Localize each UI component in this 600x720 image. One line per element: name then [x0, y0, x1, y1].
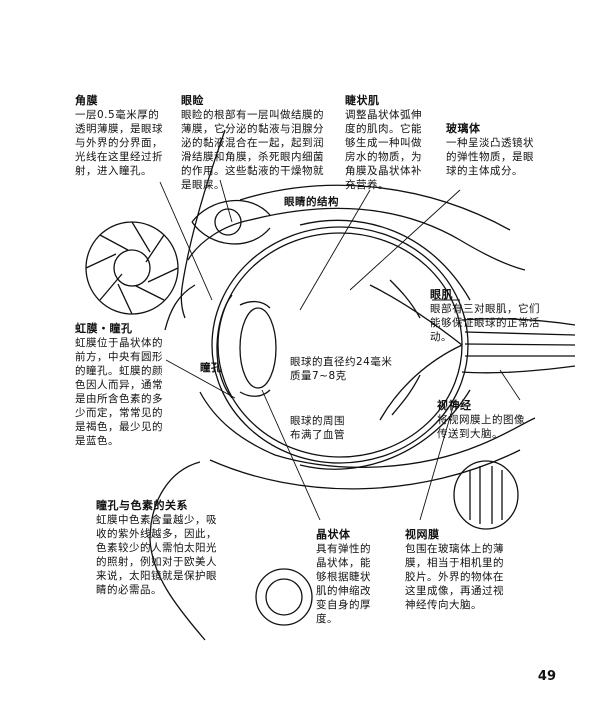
vessel-1 — [369, 284, 463, 346]
lens-shape — [239, 307, 277, 389]
annotation-vitreous: 玻璃体 一种呈淡凸透镜状的弹性物质，是眼球的主体成分。 — [446, 122, 538, 178]
annotation-title: 视神经 — [437, 399, 472, 412]
annotation-title: 眼睑 — [181, 94, 204, 107]
skin-line-upper — [239, 184, 511, 231]
leader-ciliary — [299, 189, 371, 311]
leader-eyelid — [219, 179, 233, 223]
iris-bottom — [239, 389, 271, 397]
annotation-eyelid: 眼睑 眼睑的根部有一层叫做结膜的薄膜，它分泌的黏液与泪腺分泌的黏液混合在一起，起… — [181, 94, 329, 192]
annotation-lens: 晶状体 具有弹性的晶状体，能够根据睫状肌的伸缩改变自身的厚度。 — [316, 528, 380, 626]
leader-lens — [261, 389, 321, 521]
cheek-outline — [149, 461, 206, 641]
annotation-text: 调整晶状体弧伸度的肌肉。它能够生成一种叫做房水的物质，为角膜及晶状体补充营养。 — [345, 109, 422, 191]
leader-retina — [419, 399, 456, 521]
annotation-title: 玻璃体 — [446, 122, 481, 135]
vessel-3 — [389, 279, 421, 319]
annotation-title: 睫状肌 — [345, 94, 380, 107]
optic-fiber-1 — [464, 331, 576, 336]
annotation-text: 一种呈淡凸透镜状的弹性物质，是眼球的主体成分。 — [446, 137, 534, 177]
cornea-shape — [216, 294, 233, 399]
film-sketch — [453, 460, 519, 530]
label-vessels-line2: 布满了血管 — [290, 429, 345, 441]
film-frames — [469, 466, 503, 524]
muscle-bottom — [299, 389, 471, 470]
upper-eyelid-outline — [187, 207, 526, 271]
iris-top — [239, 300, 271, 309]
annotation-text: 包围在玻璃体上的薄膜，相当于相机里的胶片。外界的物体在这里成像，再通过视神经传向… — [405, 543, 504, 611]
label-diameter: 眼球的直径约24毫米 质量7~8克 — [290, 355, 430, 383]
lens-sketch-outer — [255, 568, 313, 626]
annotation-title: 晶状体 — [316, 528, 351, 541]
skin-line-lower — [209, 449, 521, 490]
eyelid-sketch-iris — [214, 208, 242, 236]
label-diameter-line1: 眼球的直径约24毫米 — [290, 356, 393, 368]
brow-line — [164, 284, 196, 331]
annotation-text: 具有弹性的晶状体，能够根据睫状肌的伸缩改变自身的厚度。 — [316, 543, 371, 625]
annotation-ciliary: 睫状肌 调整晶状体弧伸度的肌肉。它能够生成一种叫做房水的物质，为角膜及晶状体补充… — [345, 94, 425, 192]
lens-sketch-inner — [265, 578, 303, 616]
aperture-blades — [85, 221, 179, 315]
eyelid-sketch-top — [191, 199, 271, 223]
optic-nerve-bottom — [461, 365, 576, 374]
vessel-2 — [379, 344, 463, 421]
annotation-title: 虹膜・瞳孔 — [75, 322, 133, 335]
page-number: 49 — [537, 669, 556, 684]
annotation-text: 虹膜位于晶状体的前方，中央有圆形的瞳孔。虹膜的颜色因人而异，通常是由所含色素的多… — [75, 337, 163, 447]
label-vessels: 眼球的周围 布满了血管 — [290, 414, 390, 442]
annotation-title: 瞳孔与色素的关系 — [96, 499, 188, 512]
eyeball-outline — [211, 226, 469, 464]
label-diameter-line2: 质量7~8克 — [290, 370, 347, 382]
annotation-title: 角膜 — [75, 94, 98, 107]
annotation-iris: 虹膜・瞳孔 虹膜位于晶状体的前方，中央有圆形的瞳孔。虹膜的颜色因人而异，通常是由… — [75, 322, 163, 448]
optic-fiber-2 — [464, 343, 576, 346]
eyelid-sketch-bottom — [191, 221, 271, 245]
muscle-top — [299, 219, 471, 301]
label-vessels-line1: 眼球的周围 — [290, 415, 345, 427]
annotation-title: 眼肌 — [430, 288, 453, 301]
annotation-optic: 视神经 将视网膜上的图像传送到大脑。 — [437, 399, 527, 441]
leader-vitreous — [349, 189, 461, 291]
annotation-text: 眼睑的根部有一层叫做结膜的薄膜，它分泌的黏液与泪腺分泌的黏液混合在一起，起到润滑… — [181, 109, 324, 191]
leader-cornea — [159, 181, 213, 301]
annotation-title: 视网膜 — [405, 528, 440, 541]
annotation-pigment: 瞳孔与色素的关系 虹膜中色素含量越少，吸收的紫外线越多，因此，色素较少的人需怕太… — [96, 499, 226, 597]
vessel-4 — [391, 374, 421, 416]
annotation-text: 虹膜中色素含量越少，吸收的紫外线越多，因此，色素较少的人需怕太阳光的照射，例如对… — [96, 514, 217, 596]
aperture-inner — [113, 249, 151, 287]
annotation-text: 一层0.5毫米厚的透明薄膜，是眼球与外界的分界面，光线在这里经过折射，进入瞳孔。 — [75, 109, 163, 177]
annotation-text: 眼部有三对眼肌，它们能够保证眼球的正常活动。 — [430, 303, 540, 343]
annotation-muscle: 眼肌 眼部有三对眼肌，它们能够保证眼球的正常活动。 — [430, 288, 542, 344]
optic-nerve-top — [461, 318, 576, 326]
annotation-retina: 视网膜 包围在玻璃体上的薄膜，相当于相机里的胶片。外界的物体在这里成像，再通过视… — [405, 528, 511, 612]
diagram-title: 眼睛的结构 — [284, 196, 339, 208]
leader-optic — [499, 369, 521, 401]
label-pupil: 瞳孔 — [200, 362, 222, 374]
annotation-cornea: 角膜 一层0.5毫米厚的透明薄膜，是眼球与外界的分界面，光线在这里经过折射，进入… — [75, 94, 163, 178]
leader-iris — [165, 359, 236, 399]
annotation-text: 将视网膜上的图像传送到大脑。 — [437, 414, 525, 440]
